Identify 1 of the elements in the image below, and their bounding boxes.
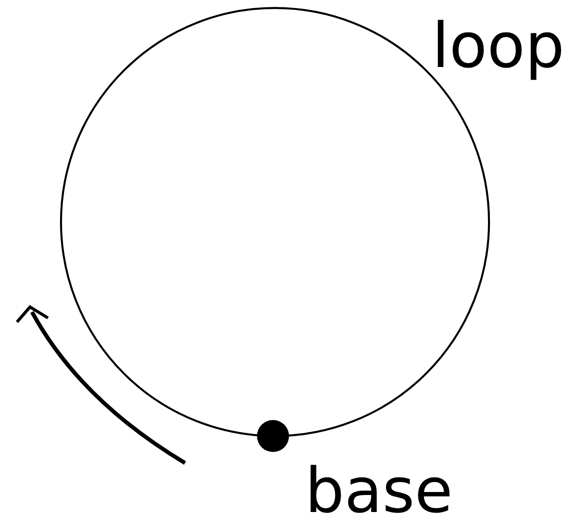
node-label: base	[305, 460, 453, 522]
